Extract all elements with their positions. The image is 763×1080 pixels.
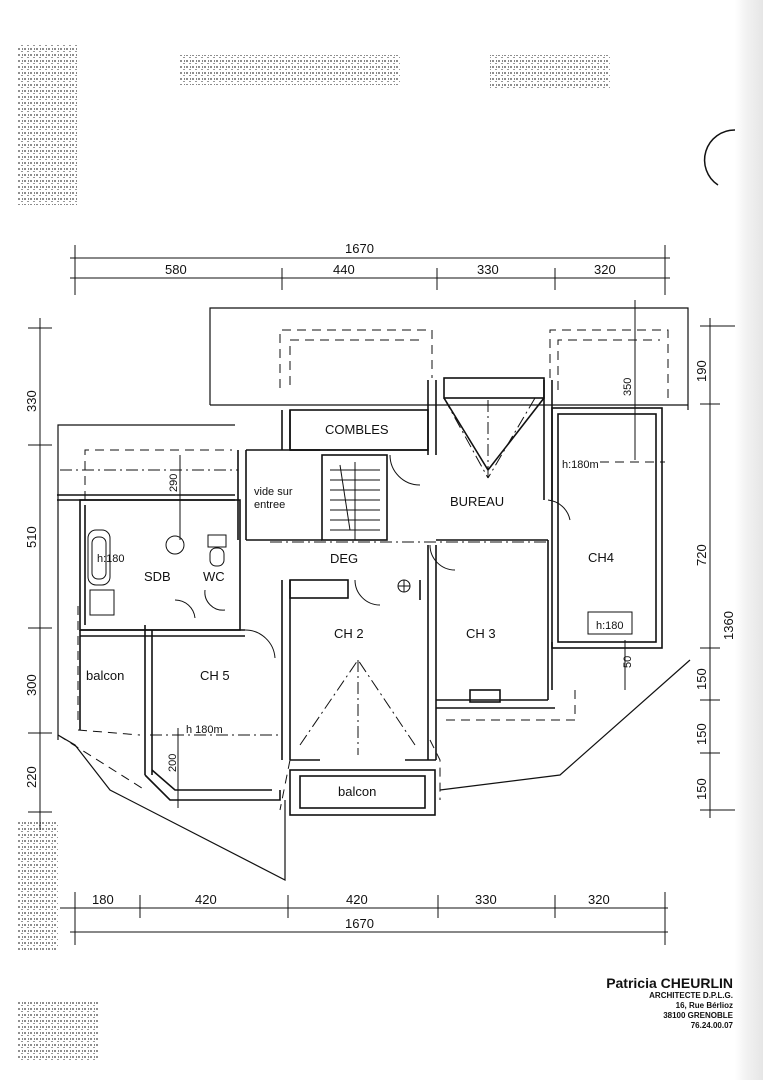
height-label-bureau: h:180m <box>562 459 599 471</box>
bottom-dim-1: 180 <box>92 892 114 907</box>
right-dim-6: 150 <box>694 778 709 800</box>
room-vide-sur-entree-line1: vide sur <box>254 486 293 498</box>
right-dim-4: 150 <box>694 668 709 690</box>
right-dim-2: 720 <box>694 544 709 566</box>
dashed-outline <box>57 329 669 811</box>
top-dimensions <box>70 245 670 295</box>
stairs <box>330 462 380 540</box>
room-wc: WC <box>203 569 225 584</box>
height-markers <box>177 300 636 808</box>
bottom-dim-3: 420 <box>346 892 368 907</box>
bottom-dim-4: 330 <box>475 892 497 907</box>
room-deg: DEG <box>330 551 358 566</box>
inner-dim-350: 350 <box>622 378 634 396</box>
room-ch5: CH 5 <box>200 668 230 683</box>
scan-edge <box>735 0 763 1080</box>
stamp-address: 16, Rue Bérlioz <box>675 1001 733 1010</box>
height-label-ch4: h:180 <box>596 620 624 632</box>
stamp-city: 38100 GRENOBLE <box>663 1011 733 1020</box>
inner-dim-290: 290 <box>168 474 180 492</box>
inner-dim-50: 50 <box>622 656 634 668</box>
height-label-ch5: h 180m <box>186 724 223 736</box>
door-swings <box>174 454 571 659</box>
top-total-dim: 1670 <box>345 241 374 256</box>
top-dim-4: 320 <box>594 262 616 277</box>
room-ch3: CH 3 <box>466 626 496 641</box>
top-dim-1: 580 <box>165 262 187 277</box>
left-dimensions <box>28 318 52 830</box>
room-vide-sur-entree-line2: entree <box>254 499 285 511</box>
top-dim-3: 330 <box>477 262 499 277</box>
roof-hips <box>60 397 548 755</box>
inner-dim-200: 200 <box>167 754 179 772</box>
bottom-dimensions <box>60 892 668 945</box>
right-dim-1: 190 <box>694 360 709 382</box>
stamp-title: ARCHITECTE D.P.L.G. <box>649 991 733 1000</box>
walls <box>57 377 663 816</box>
architect-stamp: Patricia CHEURLIN ARCHITECTE D.P.L.G. 16… <box>593 975 733 1031</box>
room-bureau: BUREAU <box>450 494 504 509</box>
left-dim-3: 300 <box>24 674 39 696</box>
top-dim-2: 440 <box>333 262 355 277</box>
stamp-name: Patricia CHEURLIN <box>606 975 733 991</box>
bottom-dim-2: 420 <box>195 892 217 907</box>
bottom-dim-5: 320 <box>588 892 610 907</box>
room-sdb: SDB <box>144 569 171 584</box>
room-balcon-bottom: balcon <box>338 784 376 799</box>
room-ch2: CH 2 <box>334 626 364 641</box>
bottom-total-dim: 1670 <box>345 916 374 931</box>
compass-fragment-icon <box>703 129 736 186</box>
left-dim-1: 330 <box>24 390 39 412</box>
scan-noise <box>18 45 610 1060</box>
right-dim-3: 1360 <box>721 611 736 640</box>
left-dim-2: 510 <box>24 526 39 548</box>
room-combles: COMBLES <box>325 422 389 437</box>
room-ch4: CH4 <box>588 550 614 565</box>
right-dim-5: 150 <box>694 723 709 745</box>
left-dim-4: 220 <box>24 766 39 788</box>
sanitary-fixtures <box>87 529 411 616</box>
stamp-phone: 76.24.00.07 <box>690 1021 733 1030</box>
room-balcon-left: balcon <box>86 668 124 683</box>
height-label-sdb: h:180 <box>97 553 125 565</box>
